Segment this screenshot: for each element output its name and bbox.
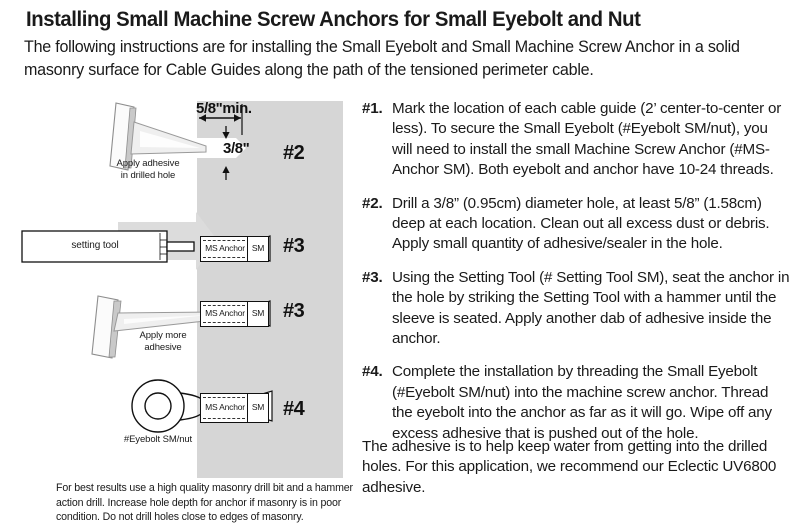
- intro-paragraph: The following instructions are for insta…: [24, 38, 740, 79]
- step-number: #3.: [362, 268, 383, 286]
- anchor-sleeve: [247, 301, 269, 327]
- setting-tool-label: setting tool: [71, 240, 119, 251]
- step-text: Using the Setting Tool (# Setting Tool S…: [392, 268, 790, 348]
- anchor-suffix-4: SM: [251, 402, 265, 412]
- page-title: Installing Small Machine Screw Anchors f…: [26, 7, 641, 31]
- step-number: #4.: [362, 363, 383, 381]
- instruction-step: #1. Mark the location of each cable guid…: [362, 99, 790, 181]
- depth-dimension-label: 5/8"min.: [196, 100, 252, 117]
- apply-more-adhesive-label-line2: adhesive: [144, 342, 182, 353]
- step-text: Mark the location of each cable guide (2…: [392, 100, 782, 179]
- diameter-dimension-label: 3/8": [223, 140, 250, 157]
- step-marker-3b: #3: [283, 300, 305, 322]
- instruction-list: #1. Mark the location of each cable guid…: [362, 99, 790, 457]
- anchor-body: [200, 236, 248, 262]
- apply-adhesive-label-line1: Apply adhesive: [116, 158, 180, 169]
- closing-paragraph: The adhesive is to help keep water from …: [362, 438, 777, 496]
- apply-more-adhesive-label-line1: Apply more: [139, 330, 187, 341]
- anchor-suffix-3b: SM: [251, 308, 265, 318]
- footnote: For best results use a high quality maso…: [56, 482, 353, 523]
- instruction-step: #4. Complete the installation by threadi…: [362, 362, 790, 444]
- step-marker-2: #2: [283, 142, 305, 164]
- anchor-label-4: MS Anchor: [205, 402, 245, 412]
- anchor-sleeve: [247, 236, 269, 262]
- apply-adhesive-label-line2: in drilled hole: [120, 170, 176, 181]
- step-number: #1.: [362, 100, 383, 117]
- step-number: #2.: [362, 194, 383, 212]
- anchor-body: [200, 393, 248, 423]
- eyebolt-icon: [131, 379, 205, 433]
- step-text: Complete the installation by threading t…: [392, 363, 772, 442]
- step-text: Drill a 3/8” (0.95cm) diameter hole, at …: [392, 194, 770, 253]
- instruction-step: #2. Drill a 3/8” (0.95cm) diameter hole,…: [362, 194, 790, 255]
- anchor-suffix-3a: SM: [251, 243, 265, 253]
- step-marker-4: #4: [283, 398, 305, 420]
- anchor-label-3b: MS Anchor: [205, 308, 245, 318]
- instruction-step: #3. Using the Setting Tool (# Setting To…: [362, 268, 790, 350]
- step-marker-3a: #3: [283, 235, 305, 257]
- anchor-label-3a: MS Anchor: [205, 243, 245, 253]
- eyebolt-label: #Eyebolt SM/nut: [123, 434, 193, 445]
- anchor-sleeve: [247, 393, 269, 423]
